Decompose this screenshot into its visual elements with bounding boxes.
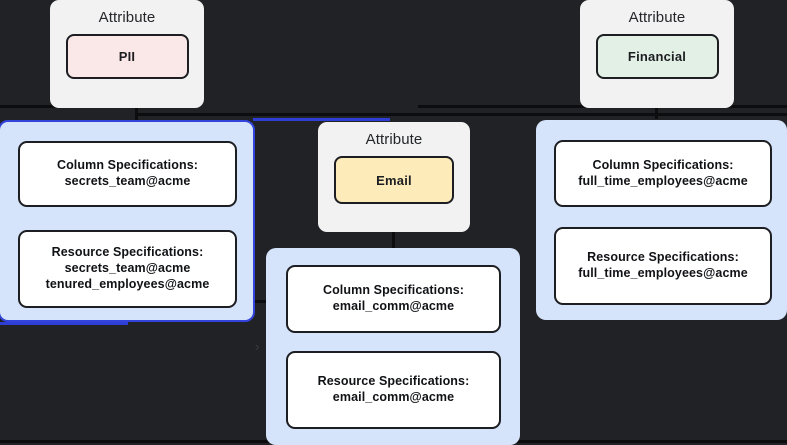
collapse-chevron-icon[interactable]: ›	[255, 339, 260, 354]
attribute-card-email[interactable]: Attribute Email	[318, 122, 470, 232]
attribute-chip-pii[interactable]: PII	[65, 34, 189, 79]
edge-selected-top-overline	[253, 118, 390, 121]
spec-node-column-specifications[interactable]: Column Specifications: secrets_team@acme	[18, 141, 237, 207]
spec-node-line: full_time_employees@acme	[578, 173, 748, 188]
spec-node-line: Column Specifications:	[56, 158, 199, 173]
spec-node-line: Column Specifications:	[322, 283, 465, 298]
spec-node-line: secrets_team@acme	[64, 174, 191, 188]
spec-node-line: Resource Specifications:	[317, 374, 470, 389]
edge-financial-drop	[655, 105, 658, 119]
spec-node-resource-specifications[interactable]: Resource Specifications: secrets_team@ac…	[18, 230, 237, 308]
spec-node-resource-specifications[interactable]: Resource Specifications: email_comm@acme	[286, 351, 501, 429]
spec-node-line: secrets_team@acme	[64, 261, 191, 276]
spec-group-full-time-employees[interactable]: Column Specifications: full_time_employe…	[536, 120, 787, 320]
spec-node-line: Resource Specifications:	[587, 250, 739, 265]
attribute-card-title: Attribute	[365, 131, 423, 148]
edge-email-left-stub-2	[255, 300, 267, 303]
edge-selected-left-underline	[0, 322, 128, 325]
spec-node-line: Resource Specifications:	[51, 245, 204, 260]
attribute-chip-email[interactable]: Email	[334, 156, 454, 204]
edge-pii-drop	[135, 105, 138, 121]
attribute-card-pii[interactable]: Attribute PII	[50, 0, 204, 108]
spec-group-email-comm[interactable]: Column Specifications: email_comm@acme R…	[266, 248, 520, 445]
spec-node-resource-specifications[interactable]: Resource Specifications: full_time_emplo…	[554, 227, 772, 305]
spec-node-line: tenured_employees@acme	[45, 276, 210, 291]
attribute-card-title: Attribute	[628, 9, 686, 26]
spec-node-line: full_time_employees@acme	[578, 266, 748, 280]
spec-node-column-specifications[interactable]: Column Specifications: full_time_employe…	[554, 140, 772, 207]
spec-node-line: email_comm@acme	[332, 390, 455, 404]
attribute-chip-financial[interactable]: Financial	[595, 34, 719, 79]
edge-email-drop	[392, 231, 395, 249]
spec-node-line: email_comm@acme	[332, 299, 455, 313]
spec-node-column-specifications[interactable]: Column Specifications: email_comm@acme	[286, 265, 501, 333]
attribute-card-title: Attribute	[98, 9, 156, 26]
spec-group-secrets-team[interactable]: Column Specifications: secrets_team@acme…	[0, 120, 255, 322]
edge-top-spine	[137, 113, 787, 116]
spec-node-line: Column Specifications:	[592, 157, 734, 172]
attribute-card-financial[interactable]: Attribute Financial	[580, 0, 734, 108]
